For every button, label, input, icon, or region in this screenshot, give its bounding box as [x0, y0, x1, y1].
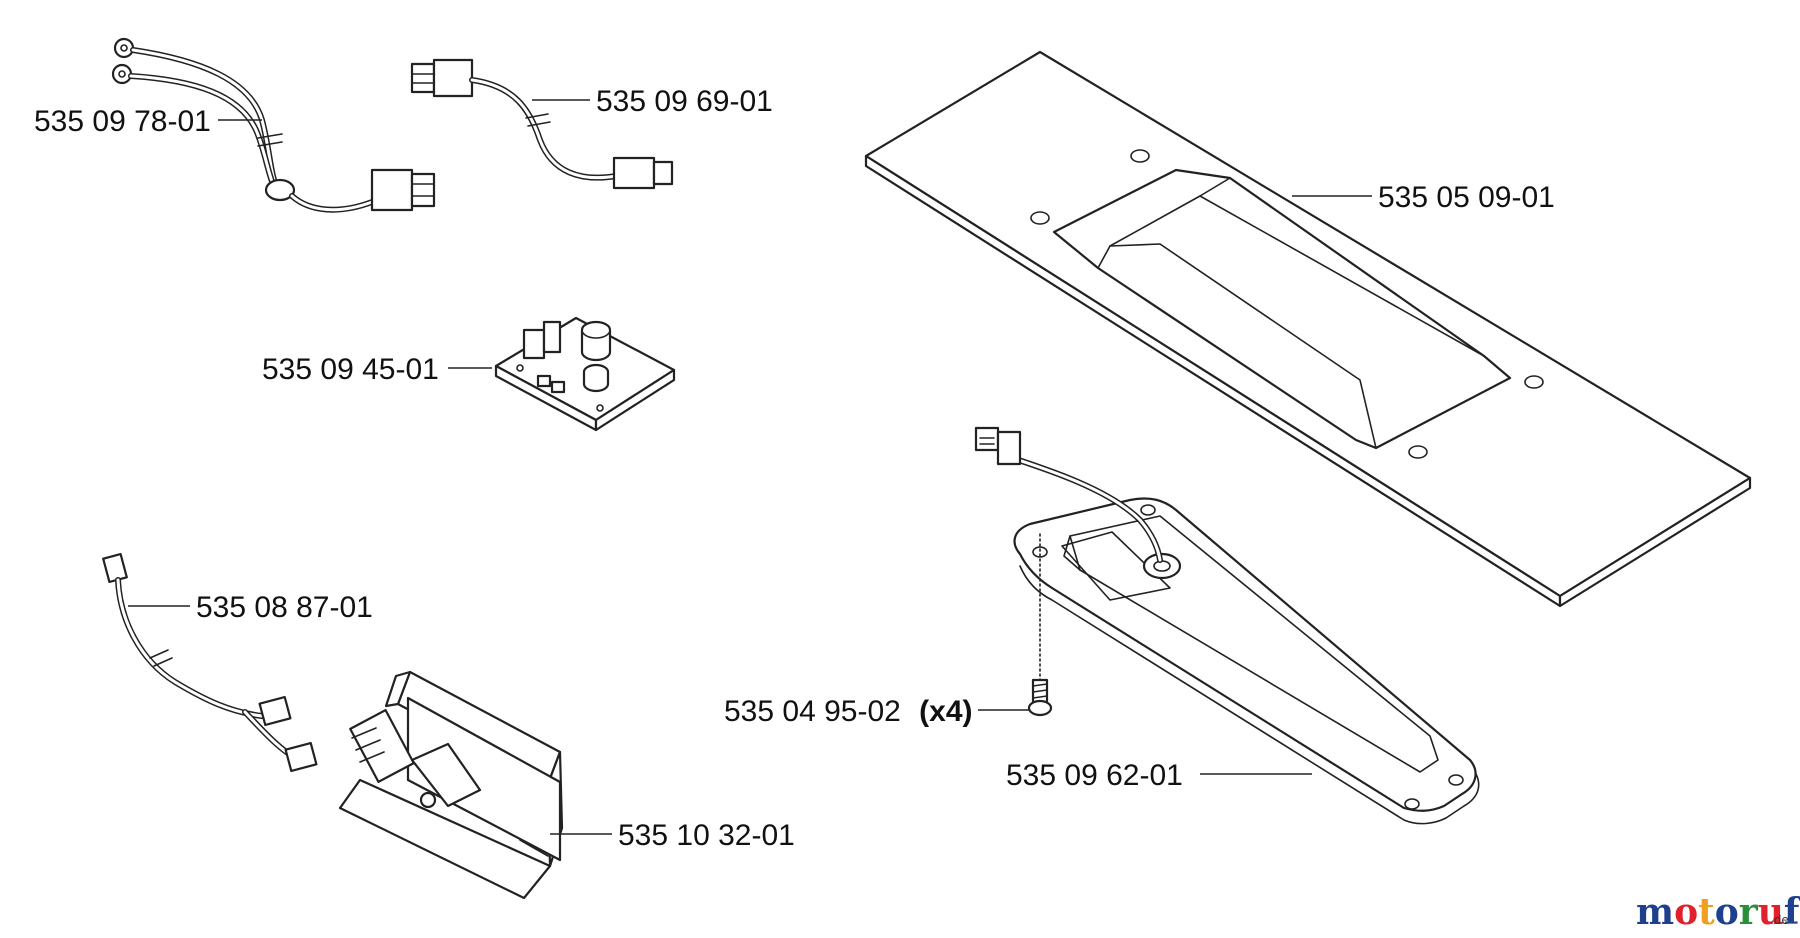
harness-short-drawing [410, 58, 674, 190]
watermark-brand: motoruf [1636, 891, 1800, 933]
cover-plate-drawing [864, 50, 1752, 608]
watermark-letter: r [1739, 891, 1759, 933]
label-harness-short: 535 09 69-01 [596, 85, 773, 118]
cable-spade-drawing [102, 552, 318, 773]
label-harness-ring-terminals: 535 09 78-01 [34, 105, 211, 138]
motoruf-watermark-logo: motoruf .de [1636, 891, 1800, 933]
label-circuit-board: 535 09 45-01 [262, 353, 439, 386]
circuit-board-drawing [494, 316, 676, 432]
watermark-letter: t [1698, 891, 1715, 933]
screw-drawing [1027, 533, 1053, 717]
label-cable-spade: 535 08 87-01 [196, 591, 373, 624]
harness-ring-terminals-drawing [111, 37, 436, 213]
housing-base-drawing [974, 426, 1480, 825]
label-housing-base: 535 09 62-01 [1006, 759, 1183, 792]
watermark-tld: .de [1770, 913, 1789, 927]
watermark-letter: o [1674, 891, 1698, 933]
switch-bracket-drawing [338, 670, 564, 900]
watermark-letter: o [1715, 891, 1739, 933]
label-screw: 535 04 95-02 (x4) [724, 695, 973, 728]
screw-quantity: (x4) [919, 695, 972, 728]
watermark-letter: f [1784, 891, 1800, 933]
watermark-letter: m [1636, 891, 1674, 933]
label-cover-plate: 535 05 09-01 [1378, 181, 1555, 214]
leader-lines [128, 99, 1372, 835]
screw-part-number: 535 04 95-02 [724, 695, 901, 728]
label-switch-bracket: 535 10 32-01 [618, 819, 795, 852]
watermark-letter: u [1758, 891, 1784, 933]
